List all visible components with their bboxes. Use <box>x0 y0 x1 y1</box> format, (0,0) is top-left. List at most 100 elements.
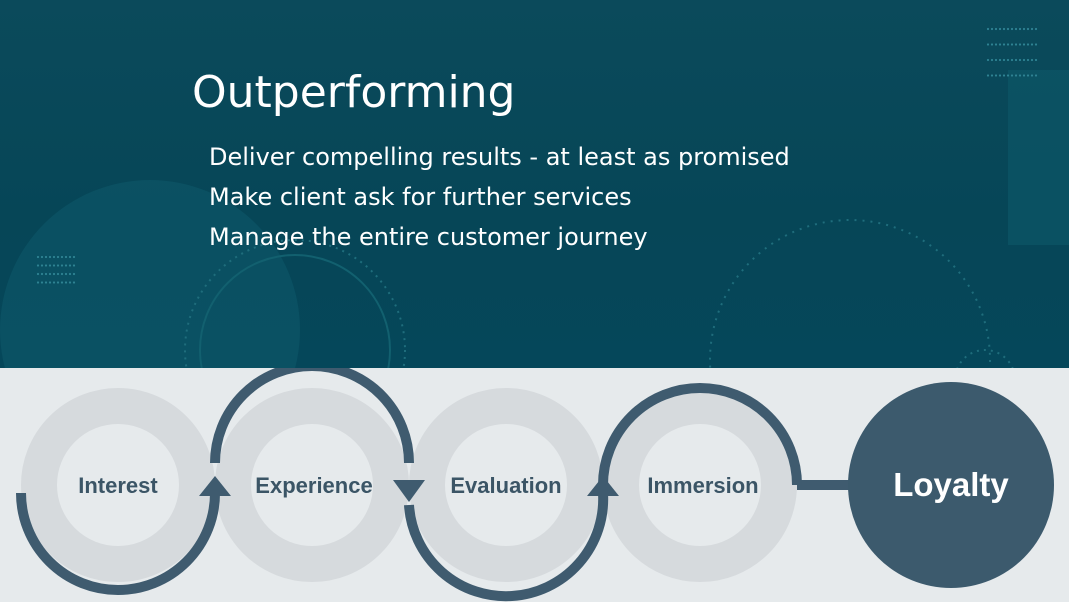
decor-dot <box>1026 27 1030 31</box>
stage-label-experience: Experience <box>255 473 372 498</box>
decor-dot <box>1034 43 1038 46</box>
decor-dot <box>990 58 994 62</box>
decor-dot <box>986 43 990 46</box>
stage-label-evaluation: Evaluation <box>450 473 561 498</box>
flow-arrow-experience <box>210 368 414 464</box>
decor-dot <box>1014 58 1018 62</box>
decor-dot <box>68 255 72 259</box>
decor-dot <box>994 43 998 46</box>
decor-dot-grid-top-right <box>986 27 1038 77</box>
decor-dot <box>72 272 76 276</box>
decor-dot <box>998 27 1002 31</box>
decor-dot <box>56 255 60 259</box>
decor-dot-grid-left <box>36 255 76 284</box>
decor-dot <box>40 281 44 284</box>
stage-label-immersion: Immersion <box>647 473 758 498</box>
decor-dot <box>986 58 990 62</box>
decor-bar-right <box>1008 70 1069 245</box>
decor-dot <box>1010 58 1014 62</box>
decor-dot <box>1002 43 1006 46</box>
decor-dot <box>1022 74 1026 77</box>
decor-dot <box>40 272 44 276</box>
bullet-item: Deliver compelling results - at least as… <box>209 143 790 171</box>
decor-dot <box>52 272 56 276</box>
decor-dot <box>48 281 52 284</box>
decor-dot <box>44 281 48 284</box>
decor-dot <box>998 43 1002 46</box>
flow-arrow-interest <box>16 492 220 595</box>
decor-dot <box>64 281 68 284</box>
decor-dot <box>998 74 1002 77</box>
decor-dot <box>56 264 60 267</box>
decor-dot <box>44 272 48 276</box>
decor-dot <box>1018 43 1022 46</box>
decor-dot <box>1010 74 1014 77</box>
decor-dot <box>68 264 72 267</box>
decor-dot <box>1030 74 1034 77</box>
decor-dot <box>48 264 52 267</box>
decor-dot <box>1002 27 1006 31</box>
decor-dot <box>48 255 52 259</box>
decor-dot <box>1034 74 1038 77</box>
decor-dot <box>1014 43 1018 46</box>
ring-evaluation <box>409 388 603 582</box>
decor-dot <box>1010 43 1014 46</box>
decor-dotted-ring-small <box>956 349 1014 368</box>
stage-label-interest: Interest <box>78 473 158 498</box>
decor-dot <box>994 58 998 62</box>
decor-dot <box>60 255 64 259</box>
decor-dot <box>1006 27 1010 31</box>
decor-dot <box>72 264 76 267</box>
decor-dot <box>1002 58 1006 62</box>
decor-dot <box>72 255 76 259</box>
decor-dot <box>1022 58 1026 62</box>
decor-dot <box>52 281 56 284</box>
decor-ring-left <box>199 254 391 368</box>
decor-dot <box>1022 43 1026 46</box>
decor-dot <box>986 74 990 77</box>
flow-arrow-immersion <box>598 383 802 486</box>
arrowhead-up-icon <box>199 476 231 496</box>
decor-dot <box>36 281 40 284</box>
decor-dot <box>60 272 64 276</box>
customer-journey-diagram: Interest Experience Evaluation Immersion… <box>16 368 1054 602</box>
decor-dot <box>1034 58 1038 62</box>
decorative-background <box>0 27 1069 368</box>
decor-dot <box>60 281 64 284</box>
decor-dot <box>998 58 1002 62</box>
decor-dot <box>44 264 48 267</box>
bullet-list: Deliver compelling results - at least as… <box>209 137 790 257</box>
decor-dot <box>1018 58 1022 62</box>
decor-dot <box>1026 43 1030 46</box>
decor-dot <box>60 264 64 267</box>
decor-dot <box>1010 27 1014 31</box>
decor-dot <box>40 264 44 267</box>
loyalty-circle <box>848 382 1054 588</box>
decor-dot <box>990 74 994 77</box>
decor-dot <box>1018 74 1022 77</box>
decor-dot <box>1026 58 1030 62</box>
decor-dot <box>994 74 998 77</box>
stage-label-loyalty: Loyalty <box>893 466 1009 503</box>
slide-title: Outperforming <box>192 67 516 118</box>
decor-dot <box>1034 27 1038 31</box>
decor-dot <box>44 255 48 259</box>
decor-dot <box>36 272 40 276</box>
flow-arrow-evaluation <box>404 492 609 602</box>
decor-dot <box>72 281 76 284</box>
bullet-item: Make client ask for further services <box>209 183 632 211</box>
arrowhead-down-icon <box>393 480 425 502</box>
decor-dot <box>36 264 40 267</box>
decor-dot <box>994 27 998 31</box>
decor-dot <box>68 281 72 284</box>
ring-immersion <box>603 388 797 582</box>
decor-dot <box>1018 27 1022 31</box>
decor-dot <box>1026 74 1030 77</box>
decor-dot <box>990 43 994 46</box>
decor-dot <box>68 272 72 276</box>
decor-dot <box>986 27 990 31</box>
decor-dot <box>64 255 68 259</box>
decor-dot <box>56 272 60 276</box>
decor-dotted-ring-left <box>184 239 406 368</box>
